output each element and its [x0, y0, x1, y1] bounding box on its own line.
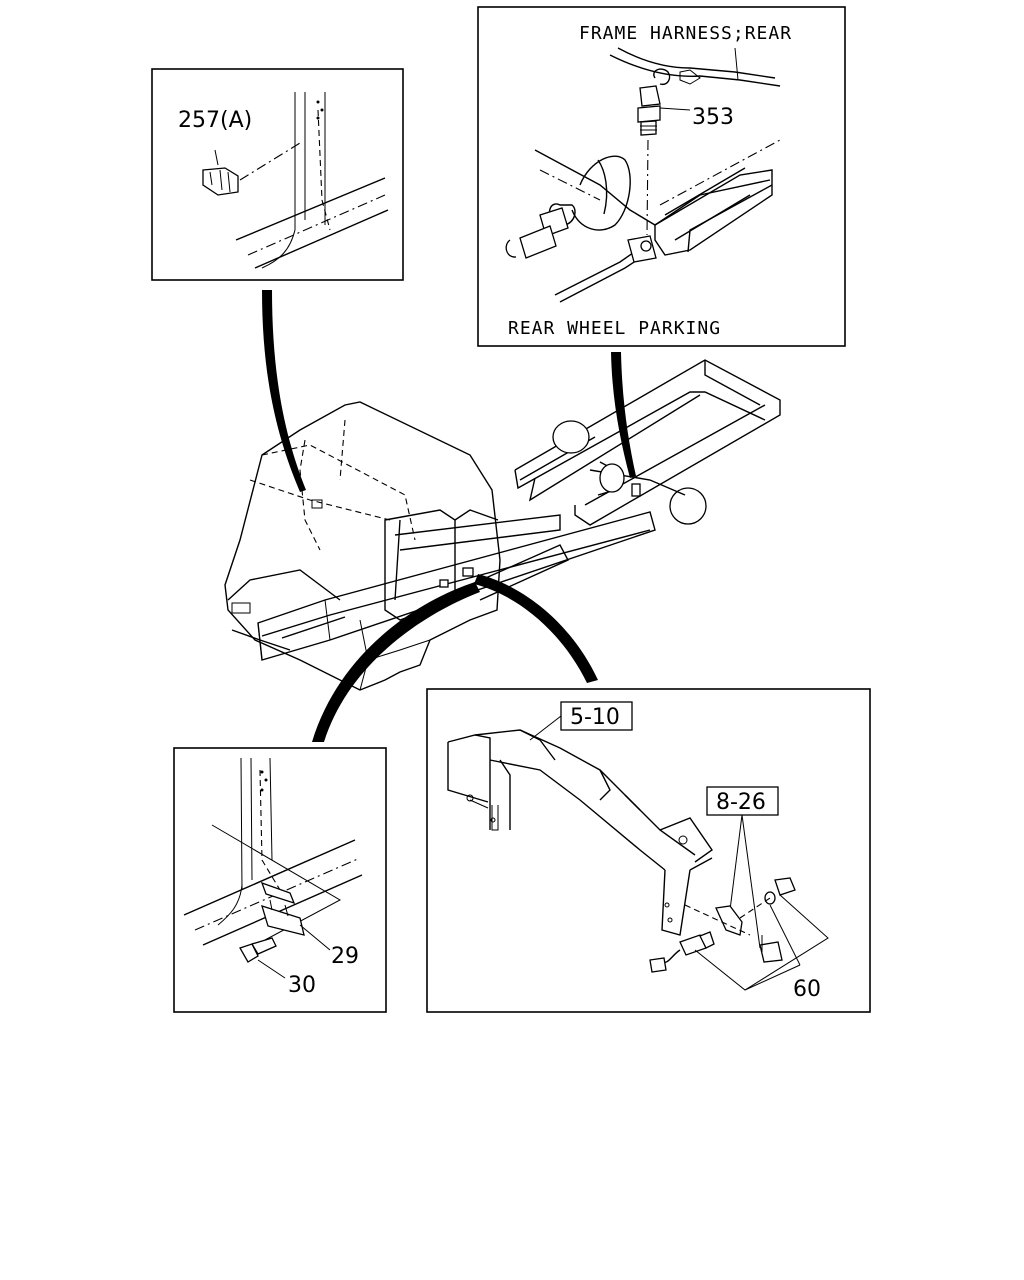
inset-5-10-8-26-60: 5-10 8-26 — [426, 688, 871, 1013]
parking-label: REAR WHEEL PARKING — [508, 318, 721, 339]
part-number-60: 60 — [793, 977, 821, 1002]
reference-number-8-26: 8-26 — [716, 790, 766, 815]
inset-257a: 257(A) — [151, 68, 404, 281]
part-number-353: 353 — [692, 105, 734, 130]
reference-box-8-26 — [706, 786, 779, 816]
leader-curves — [262, 290, 636, 742]
reference-number-5-10: 5-10 — [570, 705, 620, 730]
inset-29-30: 29 30 — [173, 747, 387, 1013]
harness-label: FRAME HARNESS;REAR — [579, 23, 792, 44]
inset-353: FRAME HARNESS;REAR 353 REAR — [477, 6, 846, 347]
reference-box-5-10 — [560, 701, 633, 731]
truck-chassis-drawing — [224, 359, 781, 691]
part-number-30: 30 — [288, 973, 316, 998]
part-number-257a: 257(A) — [178, 108, 252, 133]
part-number-29: 29 — [331, 944, 359, 969]
